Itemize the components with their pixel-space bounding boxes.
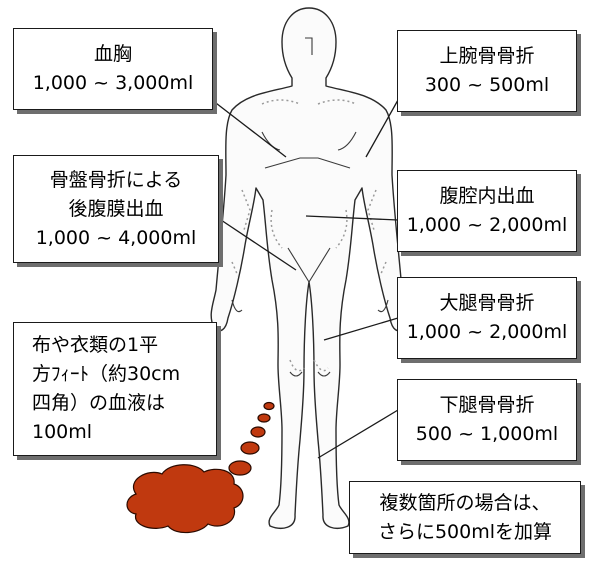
femur-label: 大腿骨骨折 bbox=[439, 292, 535, 314]
pelvis-volume: 1,000 ~ 4,000ml bbox=[35, 226, 197, 249]
tibia-volume: 500 ~ 1,000ml bbox=[415, 423, 559, 445]
fracture-markers bbox=[231, 99, 387, 372]
callout-hemothorax: 血胸 1,000 ~ 3,000ml bbox=[13, 28, 213, 110]
cloth-line3: 四角）の血液は bbox=[32, 392, 166, 414]
femur-volume: 1,000 ~ 2,000ml bbox=[406, 321, 568, 343]
cloth-line2: 方ﾌｨｰﾄ（約30cm bbox=[32, 363, 181, 385]
tibia-label: 下腿骨骨折 bbox=[439, 394, 535, 416]
pointer-lines bbox=[211, 99, 399, 459]
callout-abdominal-bleeding: 腹腔内出血 1,000 ~ 2,000ml bbox=[397, 170, 577, 252]
human-body-icon bbox=[210, 7, 408, 529]
callout-multiple-sites: 複数箇所の場合は、 さらに500mlを加算 bbox=[349, 481, 581, 554]
callout-femur-fracture: 大腿骨骨折 1,000 ~ 2,000ml bbox=[397, 277, 577, 359]
cloth-line1: 布や衣類の1平 bbox=[32, 334, 159, 356]
callout-humerus-fracture: 上腕骨骨折 300 ~ 500ml bbox=[397, 30, 577, 112]
hemothorax-volume: 1,000 ~ 3,000ml bbox=[32, 72, 194, 94]
hemothorax-label: 血胸 bbox=[93, 43, 132, 65]
abdomen-volume: 1,000 ~ 2,000ml bbox=[406, 214, 568, 236]
multiple-line1: 複数箇所の場合は、 bbox=[379, 491, 551, 514]
pelvis-label-line2: 後腹膜出血 bbox=[68, 197, 164, 220]
cloth-line4: 100ml bbox=[32, 421, 93, 443]
callout-tibia-fracture: 下腿骨骨折 500 ~ 1,000ml bbox=[397, 379, 577, 461]
humerus-label: 上腕骨骨折 bbox=[439, 45, 535, 67]
body-detail-lines bbox=[231, 37, 389, 377]
multiple-line2: さらに500mlを加算 bbox=[377, 520, 553, 543]
callout-pelvic-fracture: 骨盤骨折による 後腹膜出血 1,000 ~ 4,000ml bbox=[13, 155, 219, 263]
callout-cloth-blood: 布や衣類の1平 方ﾌｨｰﾄ（約30cm 四角）の血液は 100ml bbox=[13, 322, 217, 456]
pelvis-label-line1: 骨盤骨折による bbox=[49, 168, 183, 191]
blood-pool-icon bbox=[126, 401, 275, 534]
abdomen-label: 腹腔内出血 bbox=[439, 185, 535, 207]
humerus-volume: 300 ~ 500ml bbox=[424, 74, 550, 96]
